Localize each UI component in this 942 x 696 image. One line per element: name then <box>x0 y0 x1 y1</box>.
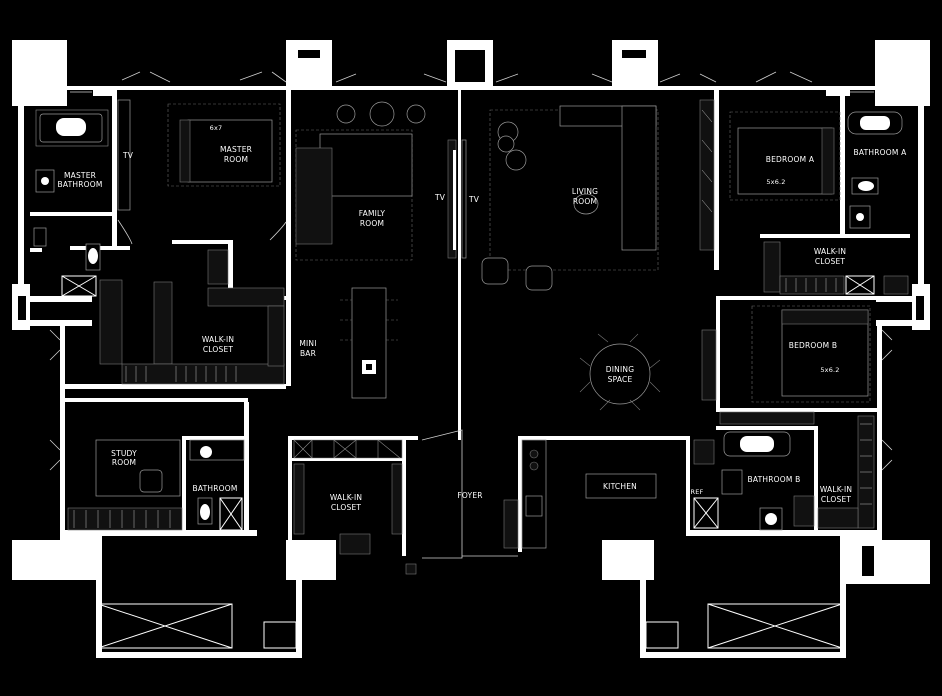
label-living-room-1: LIVING <box>572 187 598 196</box>
bedroom-a-furniture <box>699 99 841 251</box>
label-walkin-left-2: CLOSET <box>203 345 234 354</box>
label-mini-bar-2: BAR <box>300 349 316 358</box>
windows <box>49 71 893 471</box>
walkin-closet-a-shelves <box>763 241 909 295</box>
label-bedroom-b-size: 5x6.2 <box>820 366 839 374</box>
label-master-size: 6x7 <box>210 124 223 132</box>
label-master-room-1: MASTER <box>220 145 252 154</box>
label-walkin-left-1: WALK-IN <box>202 335 234 344</box>
outer-walls <box>12 86 930 658</box>
label-ref: REF <box>691 488 704 496</box>
label-walkin-a-1: WALK-IN <box>814 247 846 256</box>
label-bathroom-b: BATHROOM B <box>748 475 801 484</box>
master-room-furniture <box>117 99 287 245</box>
walkin-closet-center-shelves <box>293 439 403 555</box>
label-mini-bar-1: MINI <box>299 339 316 348</box>
foyer-entrance <box>405 429 519 575</box>
label-tv-master: TV <box>122 151 134 160</box>
bathroom-b-fixtures <box>721 431 815 531</box>
label-master-room-2: ROOM <box>224 155 248 164</box>
kitchen-fixtures <box>521 439 719 549</box>
label-walkin-center-2: CLOSET <box>331 503 362 512</box>
bedroom-b-furniture <box>701 305 871 425</box>
label-master-bathroom-2: BATHROOM <box>57 180 102 189</box>
dining-table <box>579 333 661 411</box>
label-tv-living: TV <box>468 195 480 204</box>
label-bathroom-a: BATHROOM A <box>854 148 908 157</box>
label-kitchen: KITCHEN <box>603 482 637 491</box>
label-foyer: FOYER <box>457 491 482 500</box>
family-room-furniture <box>295 101 457 399</box>
label-study-room-2: ROOM <box>112 458 136 467</box>
label-bedroom-b: BEDROOM B <box>789 341 837 350</box>
label-bathroom-left: BATHROOM <box>192 484 237 493</box>
label-walkin-center-1: WALK-IN <box>330 493 362 502</box>
balcony-drains <box>97 603 843 649</box>
label-master-bathroom-1: MASTER <box>64 171 96 180</box>
bathroom-a-fixtures <box>845 111 903 295</box>
master-bathroom-fixtures <box>33 109 109 297</box>
label-study-room-1: STUDY <box>111 449 137 458</box>
interior-walls <box>30 90 910 556</box>
room-labels: MASTER BATHROOM TV 6x7 MASTER ROOM WALK-… <box>57 124 908 512</box>
label-family-room-2: ROOM <box>360 219 384 228</box>
living-room-furniture <box>461 105 659 291</box>
bathroom-left-fixtures <box>189 439 245 531</box>
label-walkin-b-2: CLOSET <box>821 495 852 504</box>
label-bedroom-a-size: 5x6.2 <box>766 178 785 186</box>
label-living-room-2: ROOM <box>573 197 597 206</box>
structure-columns <box>12 40 930 584</box>
study-room-furniture <box>67 439 183 531</box>
label-dining-space-1: DINING <box>606 365 634 374</box>
walkin-closet-left-shelves <box>99 249 285 385</box>
label-walkin-b-1: WALK-IN <box>820 485 852 494</box>
label-bedroom-a: BEDROOM A <box>766 155 815 164</box>
label-dining-space-2: SPACE <box>608 375 633 384</box>
label-tv-family: TV <box>434 193 446 202</box>
label-family-room-1: FAMILY <box>359 209 386 218</box>
walkin-closet-b-shelves <box>817 415 875 529</box>
label-walkin-a-2: CLOSET <box>815 257 846 266</box>
